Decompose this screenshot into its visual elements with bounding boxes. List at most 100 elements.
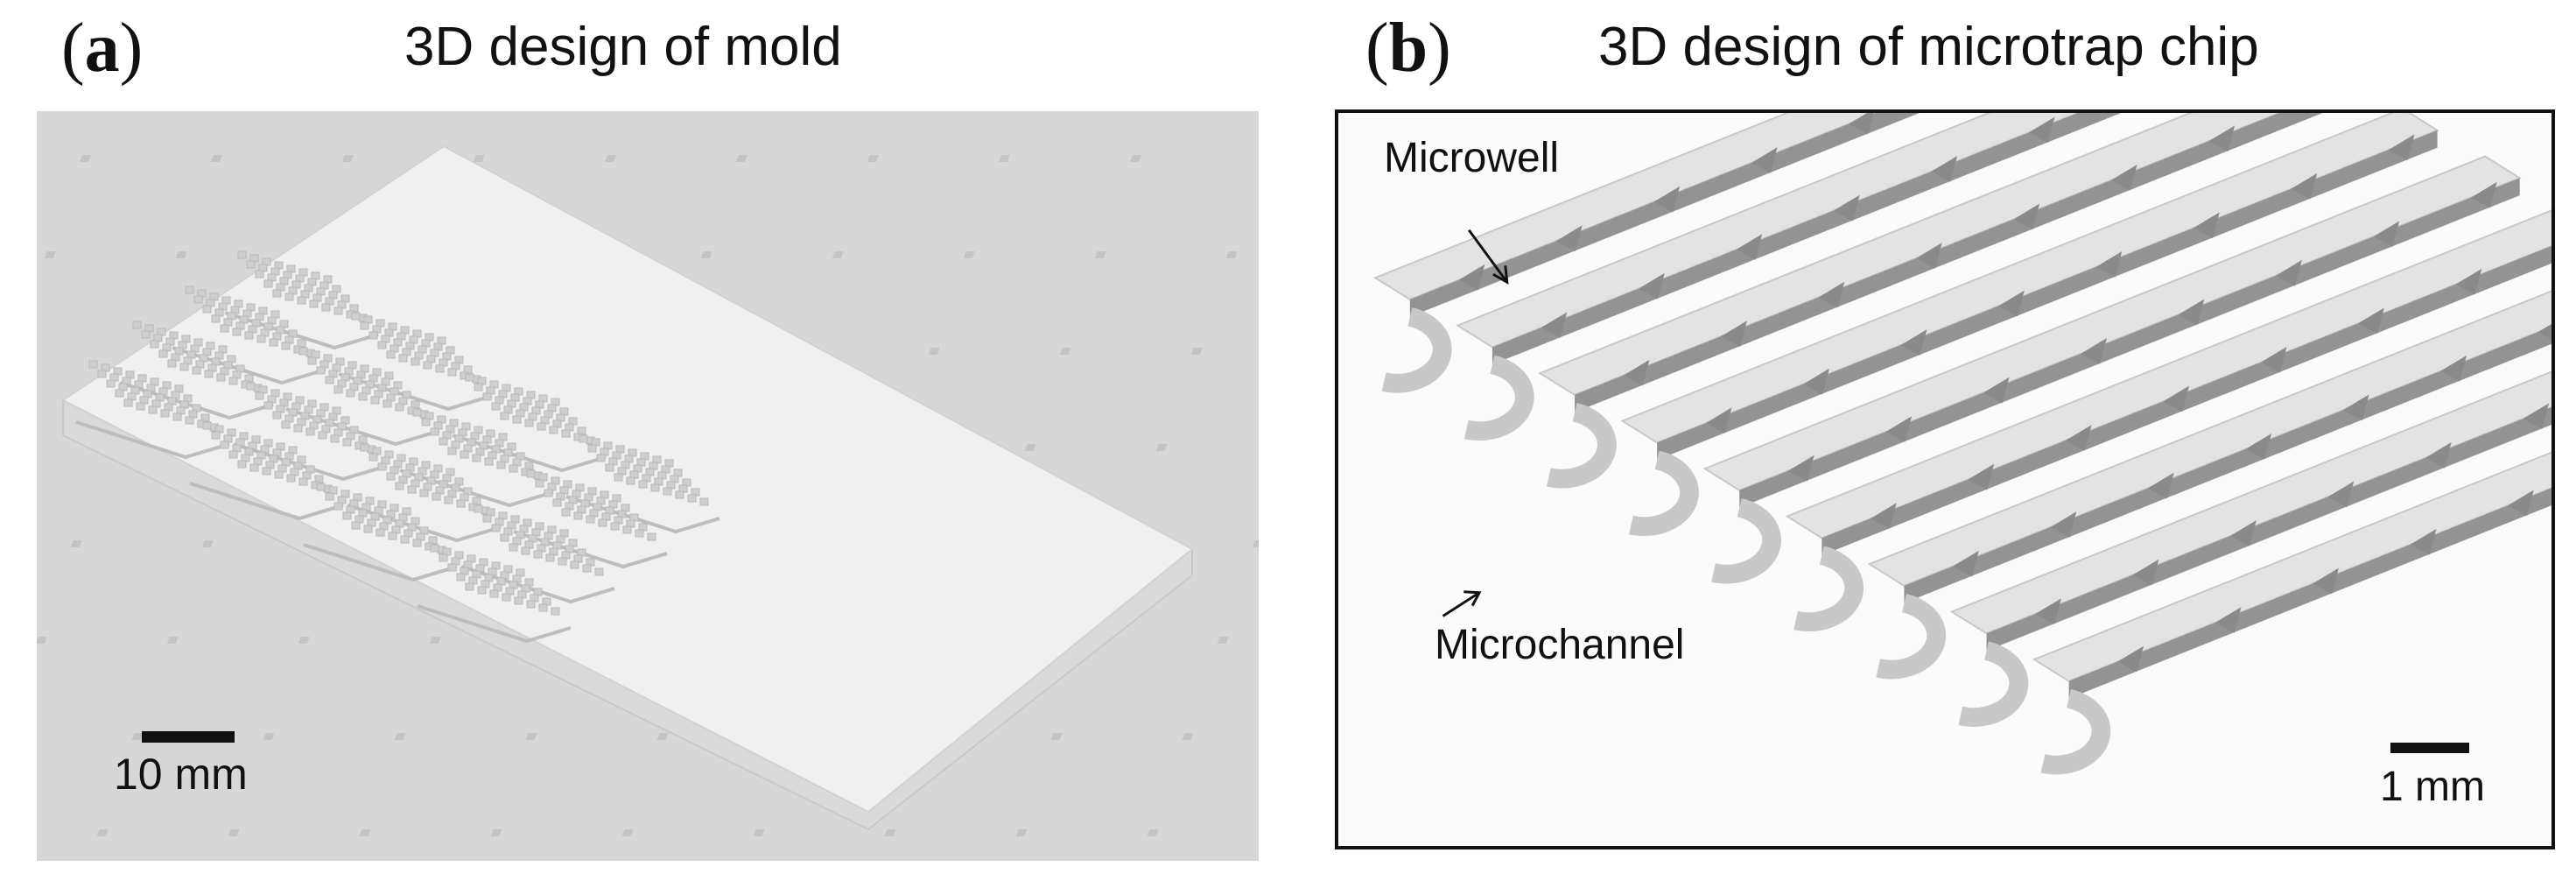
chip-microwell [1751, 147, 1778, 173]
chip-microwell [2291, 173, 2318, 200]
chip-microwell [2523, 403, 2550, 430]
chip-microwell [1968, 463, 1995, 490]
chip-microwell [2065, 425, 2092, 451]
chip-render: Microwell Microchannel 1 mm [1335, 109, 2555, 849]
chip-microwell [2193, 212, 2220, 239]
chip-microwell [2388, 134, 2415, 160]
microchannel-arrow [1442, 591, 1480, 617]
mold-trap-array [338, 312, 493, 412]
chip-microwell [1736, 234, 1763, 260]
chip-microwell [2537, 323, 2551, 340]
chip-microwell [2013, 203, 2040, 230]
chip-microwell [2342, 394, 2369, 421]
panel-a-close-paren: ) [119, 10, 144, 87]
mold-render: 10 mm [37, 111, 1259, 861]
chip-microwell [1653, 186, 1681, 213]
mold-trap-array [303, 483, 458, 582]
chip-microwell [2508, 490, 2534, 517]
panel-a-letter-text: a [84, 10, 120, 87]
chip-microwell [1849, 113, 1874, 135]
chip-microwell [1803, 368, 1830, 395]
chip-microwell [2230, 520, 2257, 546]
chip-render-graphic [1373, 113, 2551, 775]
scale-label-b: 1 mm [2380, 764, 2485, 810]
chip-microwell [2178, 299, 2205, 326]
chip-microwell [1555, 225, 1583, 251]
microtrap-patterns [75, 250, 720, 644]
chip-microwell [1998, 290, 2025, 317]
chip-microwell [2440, 355, 2467, 382]
chip-channel [1739, 178, 2520, 508]
mold-trap-array [565, 434, 720, 534]
chip-microwell [2035, 598, 2061, 624]
scale-bar-b [2390, 743, 2469, 753]
panel-a-title: 3D design of mold [404, 17, 842, 77]
panel-b-open-paren: ( [1365, 10, 1389, 87]
mold-trap-array [224, 250, 379, 350]
microwell-arrowhead [1492, 265, 1509, 285]
microchannel-arrowhead [1463, 590, 1482, 607]
mold-render-graphic [37, 111, 1259, 861]
chip-wall [1867, 290, 2551, 587]
chip-bend [1876, 594, 1947, 680]
chip-microwell [1623, 359, 1650, 386]
chip-microwell [1721, 321, 1747, 347]
chip-microwell [1818, 281, 1845, 308]
chip-bend [1793, 546, 1864, 631]
mold-trap-array [119, 321, 274, 420]
chip-microwell [1931, 156, 1958, 182]
panel-a-open-paren: ( [61, 10, 85, 87]
chip-bend [1381, 307, 1452, 393]
chip-channel [1657, 130, 2438, 461]
mold-trap-array [75, 360, 230, 460]
chip-microwell [2410, 528, 2437, 555]
chip-microwell [2117, 645, 2144, 673]
chip-wall [1702, 155, 2522, 491]
mold-trap-array [513, 469, 668, 569]
chip-wall [1373, 113, 1878, 301]
mold-trap-array [189, 421, 344, 521]
chip-microwell [1541, 312, 1568, 339]
mold-trap-array [172, 285, 326, 385]
chip-microwell [2163, 385, 2190, 412]
chip-microwell [2132, 559, 2159, 586]
panel-b-title: 3D design of microtrap chip [1598, 17, 2259, 77]
microwell-label: Microwell [1384, 135, 1560, 181]
chip-microwell [2028, 116, 2055, 144]
chip-bend [1546, 403, 1617, 489]
chip-microwell [2471, 181, 2497, 208]
panel-b-letter-text: b [1388, 10, 1428, 87]
chip-microwell [2110, 164, 2137, 191]
chip-microwell [2373, 221, 2400, 248]
chip-microwell [1833, 194, 1860, 222]
chip-microwell [1885, 416, 1913, 442]
chip-microwell [1916, 243, 1942, 269]
panel-b-letter: (b) [1365, 9, 1451, 88]
scale-label-a: 10 mm [114, 750, 248, 799]
chip-microwell [1458, 264, 1485, 291]
chip-microwell [1953, 550, 1979, 577]
chip-microwell [1983, 377, 2010, 404]
chip-bend [1711, 498, 1781, 584]
chip-microwell [2050, 511, 2077, 538]
chip-wall [2032, 451, 2551, 682]
chip-microwell [2208, 125, 2236, 152]
chip-wall [1785, 209, 2551, 539]
chip-microwell [2081, 338, 2107, 364]
chip-channel [1986, 407, 2551, 652]
microchannel-label: Microchannel [1435, 622, 1685, 668]
chip-microwell [2260, 346, 2287, 373]
chip-bend [2040, 688, 2111, 775]
chip-microwell [2327, 481, 2355, 508]
chip-microwell [1871, 503, 1897, 529]
panel-b-close-paren: ) [1428, 10, 1451, 87]
mold-trap-array [285, 347, 440, 447]
chip-wall [1620, 113, 2439, 444]
chip-microwell [2215, 607, 2242, 633]
chip-microwell [2276, 259, 2302, 286]
chip-bend [1463, 355, 1534, 441]
chip-wall [1949, 370, 2551, 635]
microwell-arrow [1467, 229, 1508, 284]
chip-bend [1629, 450, 1699, 536]
chip-microwell [2313, 567, 2339, 595]
